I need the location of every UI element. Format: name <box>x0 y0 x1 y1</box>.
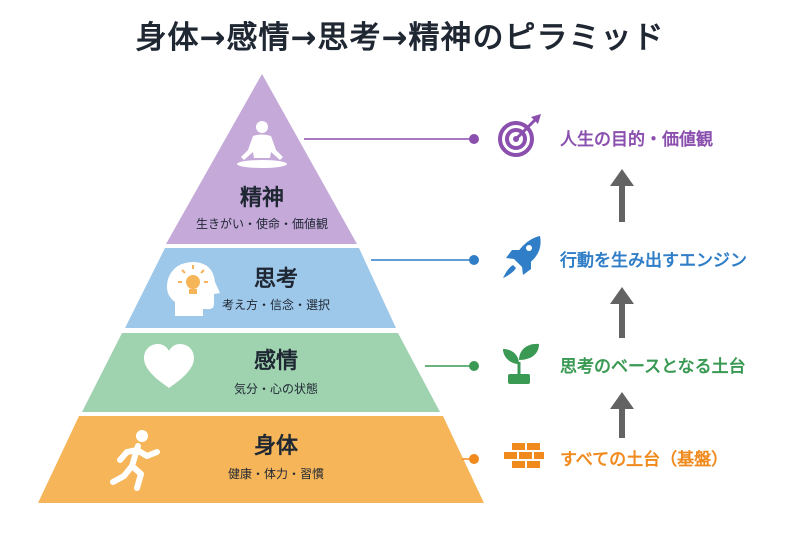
level-1-sub: 生きがい・使命・価値観 <box>196 216 328 231</box>
level-1-name: 精神 <box>240 185 284 211</box>
connector-4 <box>462 454 479 464</box>
running-person-head <box>136 430 148 442</box>
connector-3 <box>425 361 479 371</box>
up-arrow-2 <box>610 287 634 338</box>
up-arrow-1 <box>610 169 634 222</box>
heart-icon <box>144 344 194 388</box>
level-2-sub: 考え方・信念・選択 <box>222 297 330 312</box>
level-4-sub: 健康・体力・習慣 <box>228 466 324 481</box>
level-3-name: 感情 <box>254 348 298 374</box>
bricks-icon <box>504 443 544 468</box>
annotation-2-text: 行動を生み出すエンジン <box>559 250 747 271</box>
meditation-icon <box>237 121 287 168</box>
running-person-icon <box>110 443 160 491</box>
connector-1 <box>304 134 479 144</box>
sprout-icon <box>503 343 539 384</box>
page-title: 身体→感情→思考→精神のピラミッド <box>135 20 665 56</box>
connector-2 <box>371 255 479 265</box>
annotation-1-text: 人生の目的・価値観 <box>560 129 713 150</box>
pyramid-layer-body <box>38 416 484 503</box>
head-lightbulb-icon <box>166 262 220 316</box>
target-icon <box>498 114 541 157</box>
annotation-4-text: すべての土台（基盤） <box>560 449 728 470</box>
level-2-name: 思考 <box>254 267 298 292</box>
pyramid-layer-spirit <box>166 74 357 244</box>
up-arrow-3 <box>610 392 634 438</box>
level-3-sub: 気分・心の状態 <box>234 381 318 396</box>
rocket-icon <box>503 236 541 278</box>
annotation-3-text: 思考のベースとなる土台 <box>560 356 746 377</box>
level-4-name: 身体 <box>254 433 299 459</box>
